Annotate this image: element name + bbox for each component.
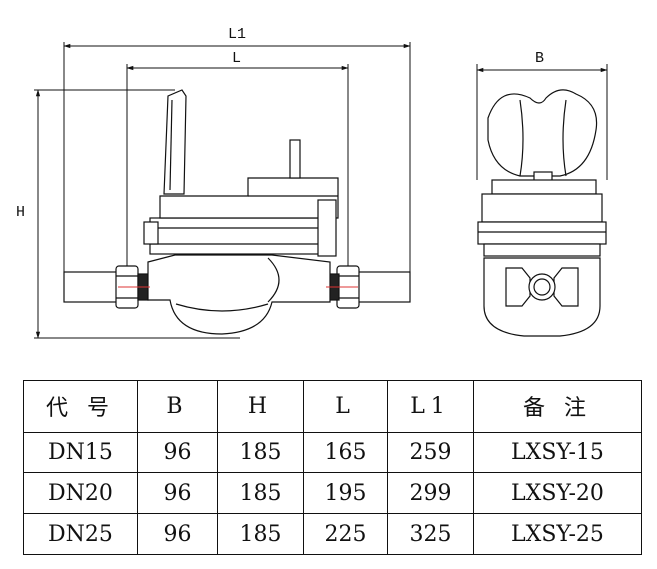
cell-b: 96 (137, 431, 218, 474)
header-remarks: 备 注 (473, 380, 642, 433)
cell-remarks: LXSY-20 (473, 472, 642, 515)
header-h: H (217, 380, 304, 433)
meter-drawing: L1 L H (16, 26, 608, 339)
dimension-h-label: H (16, 204, 25, 221)
dimension-l1-label: L1 (228, 26, 246, 43)
cell-code: DN20 (23, 472, 138, 515)
dimension-l-label: L (232, 50, 241, 67)
table-header-row: 代 号 B H L L1 备 注 (23, 380, 642, 433)
dimension-b-label: B (535, 50, 544, 67)
front-view (63, 89, 411, 335)
table-row: DN15 96 185 165 259 LXSY-15 (23, 431, 642, 474)
cell-h: 185 (217, 431, 304, 474)
cell-l1: 259 (387, 431, 474, 474)
table-row: DN25 96 185 225 325 LXSY-25 (23, 513, 642, 555)
cell-l1: 299 (387, 472, 474, 515)
dimension-l (126, 64, 349, 268)
spec-table: 代 号 B H L L1 备 注 DN15 96 185 165 259 LXS… (23, 380, 642, 555)
cell-l1: 325 (387, 513, 474, 555)
header-b: B (137, 380, 218, 433)
cell-remarks: LXSY-25 (473, 513, 642, 555)
cell-b: 96 (137, 472, 218, 515)
dimension-l1 (63, 42, 411, 290)
header-l: L (303, 380, 388, 433)
cell-l: 195 (303, 472, 388, 515)
cell-b: 96 (137, 513, 218, 555)
header-l1: L1 (387, 380, 474, 433)
cell-remarks: LXSY-15 (473, 431, 642, 474)
cell-l: 225 (303, 513, 388, 555)
cell-code: DN25 (23, 513, 138, 555)
cell-code: DN15 (23, 431, 138, 474)
dimension-b (476, 64, 608, 180)
table-row: DN20 96 185 195 299 LXSY-20 (23, 472, 642, 515)
dimension-h (34, 89, 240, 339)
cell-h: 185 (217, 472, 304, 515)
cell-l: 165 (303, 431, 388, 474)
cell-h: 185 (217, 513, 304, 555)
header-code: 代 号 (23, 380, 138, 433)
side-view (477, 89, 607, 337)
